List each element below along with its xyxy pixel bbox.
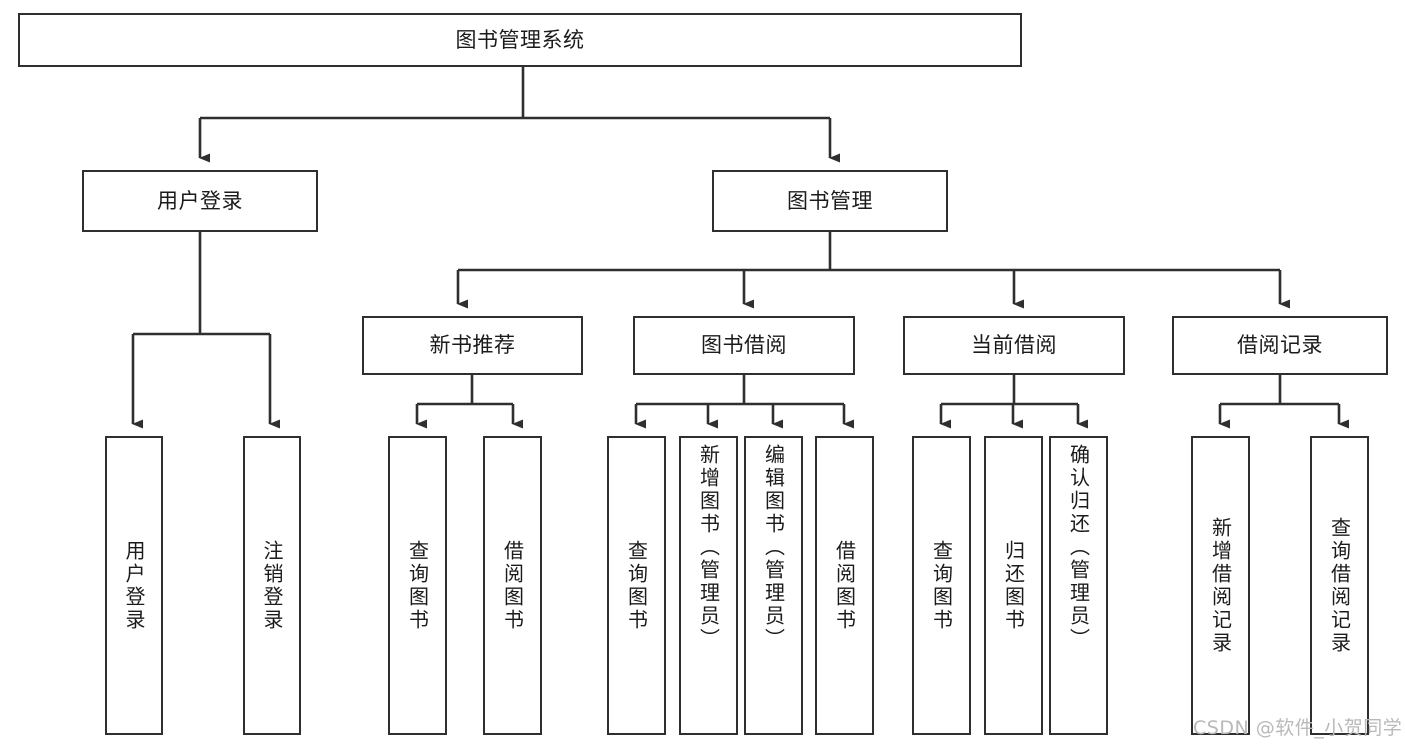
connectors-root [198,67,840,163]
leaf-query-borrow-record[interactable]: 查询借阅记录 [1310,436,1369,735]
node-user-login[interactable]: 用户登录 [82,170,318,232]
node-current-borrow-label: 当前借阅 [971,333,1057,358]
leaf-edit-book-admin-label: 编辑图书（管理员） [761,444,786,651]
connectors-user-login [131,232,280,429]
connectors-book-management [456,232,1290,309]
leaf-user-login-label: 用户登录 [122,539,146,632]
leaf-query-books-borrow-label: 查询图书 [624,539,649,632]
leaf-confirm-return-admin[interactable]: 确认归还（管理员） [1049,436,1108,735]
leaf-logout-login[interactable]: 注销登录 [243,436,301,735]
leaf-add-borrow-record[interactable]: 新增借阅记录 [1191,436,1250,735]
leaf-query-borrow-record-label: 查询借阅记录 [1327,516,1352,655]
leaf-add-book-admin[interactable]: 新增图书（管理员） [679,436,738,735]
node-book-borrow-label: 图书借阅 [701,333,787,358]
leaf-add-borrow-record-label: 新增借阅记录 [1208,516,1233,655]
connectors-current-borrow [939,375,1088,429]
node-book-management[interactable]: 图书管理 [712,170,948,232]
leaf-query-books-current-label: 查询图书 [929,539,954,632]
node-new-book-recommend-label: 新书推荐 [429,333,516,358]
leaf-query-books-recommend-label: 查询图书 [405,539,430,632]
node-root[interactable]: 图书管理系统 [18,13,1022,67]
connectors-book-borrow [634,375,854,429]
leaf-borrow-book-label: 借阅图书 [832,539,857,632]
leaf-logout-login-label: 注销登录 [260,539,284,632]
node-new-book-recommend[interactable]: 新书推荐 [362,316,583,375]
connectors-new-book-recommend [415,375,523,429]
node-book-management-label: 图书管理 [787,188,873,213]
leaf-return-book[interactable]: 归还图书 [984,436,1043,735]
leaf-query-books-borrow[interactable]: 查询图书 [607,436,666,735]
leaf-edit-book-admin[interactable]: 编辑图书（管理员） [744,436,803,735]
leaf-add-book-admin-label: 新增图书（管理员） [696,444,721,651]
node-user-login-label: 用户登录 [157,188,243,213]
leaf-borrow-books-recommend-label: 借阅图书 [500,539,525,632]
node-current-borrow[interactable]: 当前借阅 [903,316,1125,375]
leaf-borrow-books-recommend[interactable]: 借阅图书 [483,436,542,735]
connectors-borrow-records [1218,375,1349,429]
leaf-query-books-recommend[interactable]: 查询图书 [388,436,447,735]
leaf-return-book-label: 归还图书 [1001,539,1026,632]
leaf-user-login[interactable]: 用户登录 [105,436,163,735]
node-borrow-records[interactable]: 借阅记录 [1172,316,1388,375]
leaf-query-books-current[interactable]: 查询图书 [912,436,971,735]
node-book-borrow[interactable]: 图书借阅 [633,316,855,375]
node-borrow-records-label: 借阅记录 [1237,333,1323,358]
leaf-confirm-return-admin-label: 确认归还（管理员） [1066,444,1091,651]
node-root-label: 图书管理系统 [455,27,585,52]
leaf-borrow-book[interactable]: 借阅图书 [815,436,874,735]
